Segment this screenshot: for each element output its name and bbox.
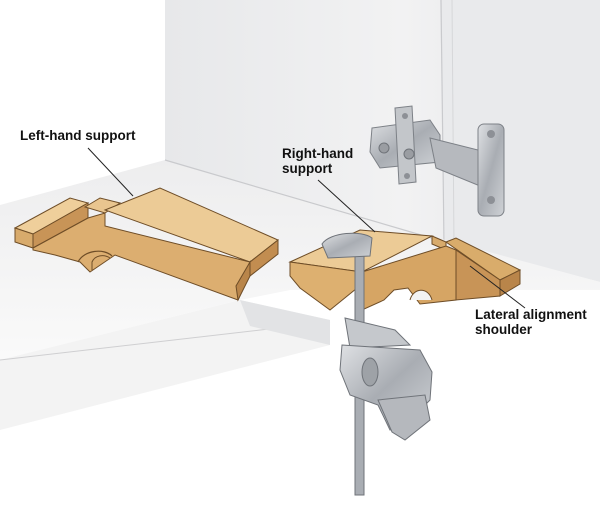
label-right-hand-support-line1: Right-hand [282,146,354,161]
leader-left-support [87,147,134,197]
label-shoulder-line1: Lateral alignment [475,307,587,322]
leader-shoulder [469,265,526,309]
label-left-hand-support-text: Left-hand support [20,128,136,143]
bar-clamp-icon [321,232,433,496]
label-lateral-alignment-shoulder: Lateral alignment shoulder [475,307,587,337]
leader-lines [87,147,526,309]
cup-hinge-icon [369,105,505,217]
label-right-hand-support: Right-hand support [282,146,353,176]
left-hand-support [13,187,279,302]
label-shoulder-line2: shoulder [475,322,533,337]
right-hand-support [288,229,522,311]
label-right-hand-support-line2: support [282,161,333,176]
label-left-hand-support: Left-hand support [20,128,135,143]
leader-right-support [317,179,376,233]
